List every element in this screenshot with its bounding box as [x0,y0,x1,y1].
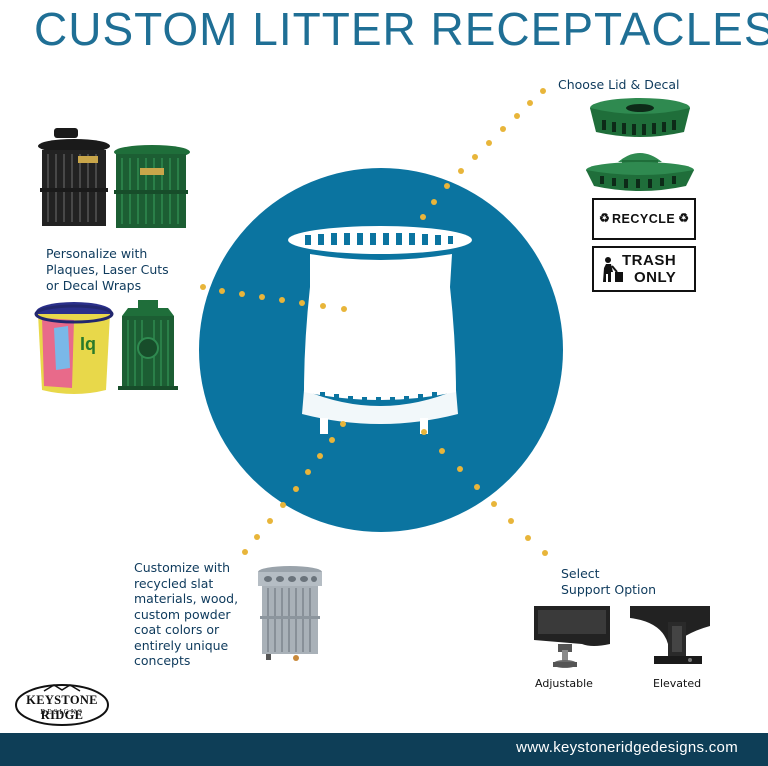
black-green-receptacles-image [38,128,190,228]
recycle-icon: ♻ [678,211,689,225]
lid-decal-label: Choose Lid & Decal [558,77,680,92]
elevated-support-image [630,606,710,664]
website-link[interactable]: www.keystoneridgedesigns.com [516,739,738,756]
gray-receptacle-image [258,566,322,661]
receptacle-outline-icon [288,226,472,434]
support-option-adjustable: Adjustable [535,677,593,690]
adjustable-support-image [534,606,610,668]
logo-subtitle: DESIGNS [40,708,84,716]
svg-text:Iq: Iq [80,334,96,354]
logo-name: KEYSTONE RIDGE [26,693,98,722]
support-option-elevated: Elevated [653,677,702,690]
logo-oval-icon [15,684,109,726]
keystone-ridge-logo: KEYSTONE RIDGE DESIGNS [14,683,110,727]
person-trash-icon [603,257,623,282]
customize-label: Customize with recycled slat materials, … [134,560,239,668]
support-label: Select Support Option [561,566,657,597]
page-title: CUSTOM LITTER RECEPTACLES [34,3,768,55]
recycle-decal: ♻ RECYCLE ♻ [592,198,696,240]
dome-lid-image [586,153,694,191]
personalize-label: Personalize with Plaques, Laser Cuts or … [46,246,169,293]
decal-wrap-receptacles-image: Iq [34,300,178,394]
footer-bar: www.keystoneridgedesigns.com [0,733,768,766]
recycle-icon: ♻ [599,211,610,225]
flat-lid-image [590,98,690,137]
trash-only-decal: TRASH ONLY [592,246,696,292]
